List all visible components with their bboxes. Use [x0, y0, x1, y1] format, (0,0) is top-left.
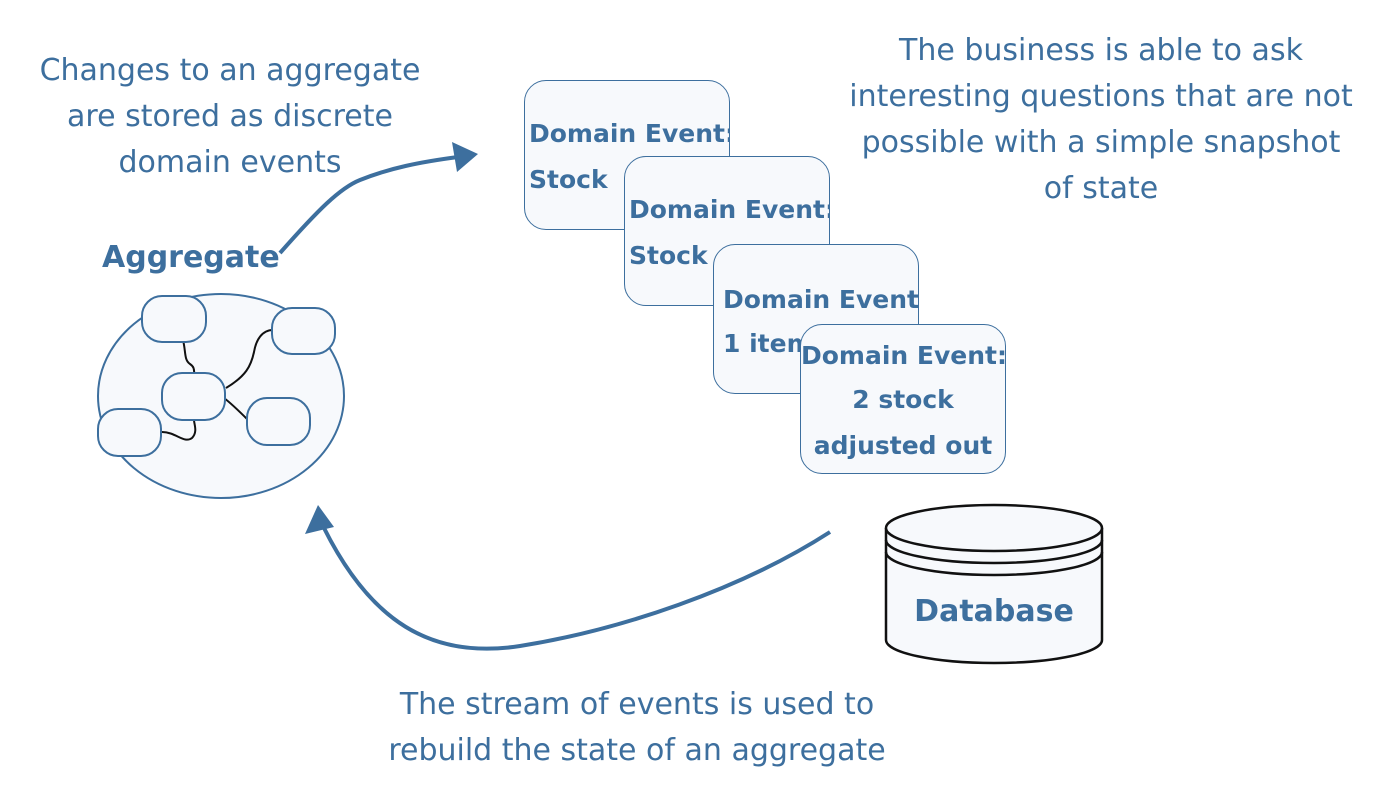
database-label: Database — [914, 594, 1074, 629]
database-cylinder — [884, 503, 1104, 665]
store-events-arrow — [278, 155, 459, 255]
caption-business: The business is able to ask interesting … — [849, 33, 1353, 206]
rebuild-state-arrowhead — [305, 505, 334, 534]
event-title: Domain Event: — [723, 285, 919, 314]
event-title: Domain Event: — [629, 195, 830, 224]
entity-node — [161, 372, 226, 421]
entity-node — [271, 307, 336, 355]
store-events-arrowhead — [452, 142, 478, 172]
event-detail: Stock — [629, 241, 708, 270]
event-card-4: Domain Event: 2 stock adjusted out — [800, 324, 1006, 474]
entity-node — [141, 295, 207, 343]
rebuild-state-arrow — [322, 527, 832, 651]
event-detail: 2 stock — [852, 385, 954, 414]
aggregate-entities — [97, 295, 336, 457]
entity-node — [246, 397, 311, 446]
aggregate-label: Aggregate — [102, 240, 280, 275]
caption-changes: Changes to an aggregate are stored as di… — [39, 53, 421, 180]
caption-stream: The stream of events is used to rebuild … — [388, 687, 886, 768]
event-detail-2: adjusted out — [813, 431, 993, 460]
event-detail: 1 item — [723, 329, 813, 358]
event-detail: Stock — [529, 165, 608, 194]
event-title: Domain Event: — [801, 341, 1006, 370]
entity-node — [97, 408, 162, 457]
event-title: Domain Event: — [529, 119, 730, 148]
